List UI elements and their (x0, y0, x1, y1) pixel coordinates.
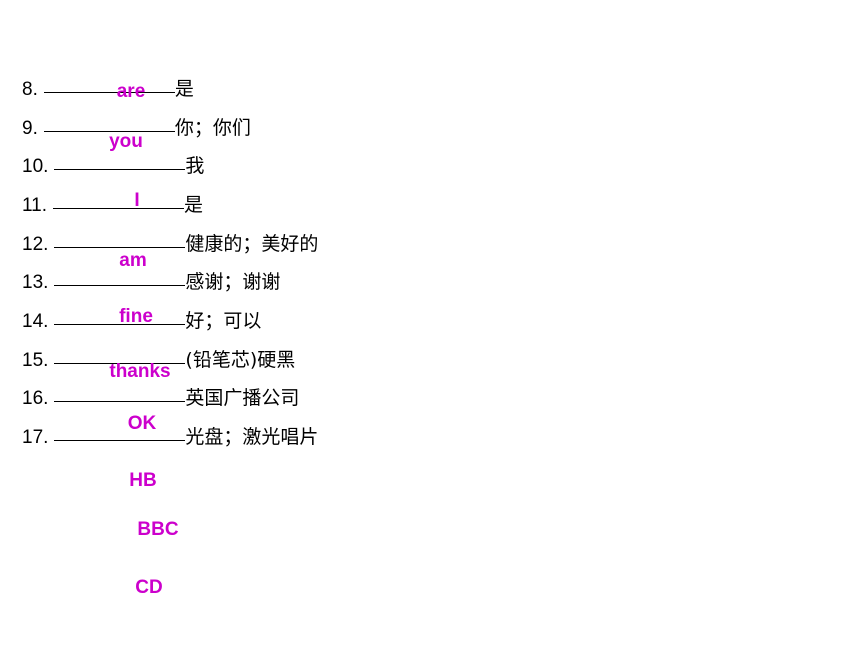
exercise-item-9: 9. 你；你们 (22, 113, 251, 139)
exercise-item-14: 14. 好；可以 (22, 306, 261, 332)
item-meaning: 感谢；谢谢 (185, 271, 281, 293)
answer-blank (54, 345, 186, 364)
exercise-item-8: 8. 是 (22, 74, 194, 100)
item-number: 14. (22, 311, 49, 332)
answer-ok: OK (127, 413, 157, 434)
exercise-item-13: 13. 感谢；谢谢 (22, 267, 280, 293)
item-meaning: 健康的；美好的 (185, 233, 319, 255)
answer-you: you (109, 131, 143, 152)
answer-blank (43, 113, 175, 132)
item-number: 15. (22, 350, 49, 371)
item-number: 10. (22, 156, 49, 177)
answer-am: am (119, 250, 147, 271)
exercise-item-15: 15. (铅笔芯)硬黑 (22, 345, 295, 371)
item-number: 8. (22, 79, 38, 100)
item-meaning: 是 (184, 194, 204, 216)
item-number: 11. (22, 195, 48, 216)
answer-cd: CD (135, 577, 163, 598)
exercise-item-11: 11. 是 (22, 190, 203, 216)
exercise-item-17: 17. 光盘；激光唱片 (22, 422, 318, 448)
item-meaning: 我 (185, 155, 205, 177)
answer-blank (54, 306, 186, 325)
exercise-item-12: 12. 健康的；美好的 (22, 229, 318, 255)
answer-blank (53, 190, 185, 209)
item-number: 12. (22, 234, 49, 255)
answer-i: I (134, 190, 140, 211)
exercise-item-16: 16. 英国广播公司 (22, 383, 299, 409)
answer-blank (54, 229, 186, 248)
item-number: 9. (22, 118, 38, 139)
answer-hb: HB (129, 470, 157, 491)
item-meaning: 是 (174, 78, 194, 100)
answer-fine: fine (119, 306, 153, 327)
item-meaning: 英国广播公司 (185, 387, 300, 409)
item-meaning: 你；你们 (174, 117, 251, 139)
answer-blank (54, 151, 186, 170)
answer-are: are (116, 81, 146, 102)
answer-thanks: thanks (109, 361, 171, 382)
item-meaning: 好；可以 (185, 310, 262, 332)
answer-blank (54, 267, 186, 286)
answer-bbc: BBC (137, 519, 179, 540)
exercise-item-10: 10. 我 (22, 151, 204, 177)
item-number: 16. (22, 388, 49, 409)
answer-blank (54, 422, 186, 441)
answer-blank (54, 383, 186, 402)
item-number: 13. (22, 272, 49, 293)
answer-blank (43, 74, 175, 93)
item-meaning: 光盘；激光唱片 (185, 426, 319, 448)
item-number: 17. (22, 427, 49, 448)
item-meaning: (铅笔芯)硬黑 (185, 349, 296, 371)
